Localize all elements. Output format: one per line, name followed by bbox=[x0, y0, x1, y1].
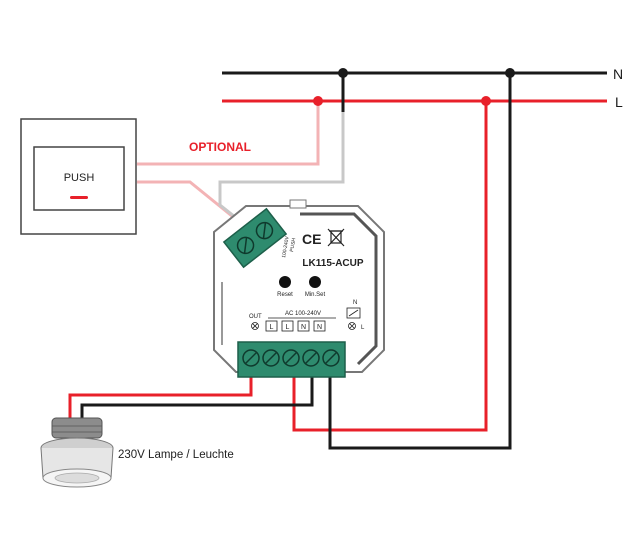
terminal-label-2: L bbox=[286, 324, 290, 331]
module-top-tab bbox=[289, 199, 307, 209]
side-n-label: N bbox=[353, 300, 357, 306]
junction-live-1 bbox=[313, 96, 323, 106]
main-terminal-screw-1[interactable] bbox=[242, 349, 260, 367]
lamp-neutral-wire bbox=[80, 374, 314, 420]
side-switch-symbol bbox=[346, 307, 361, 319]
ce-mark: CE bbox=[302, 231, 321, 247]
reset-button[interactable] bbox=[279, 276, 291, 288]
terminal-label-3: N bbox=[301, 324, 306, 331]
neutral-feed-wire bbox=[328, 73, 512, 450]
lamp-label: 230V Lampe / Leuchte bbox=[118, 449, 234, 461]
optional-label: OPTIONAL bbox=[189, 140, 251, 154]
main-terminal-screw-5[interactable] bbox=[322, 349, 340, 367]
push-switch-button[interactable] bbox=[33, 146, 125, 211]
side-ground-symbol bbox=[348, 322, 356, 330]
module-model-label: LK115-ACUP bbox=[302, 258, 363, 269]
lamp-icon bbox=[40, 417, 114, 488]
ac-label: AC 100-240V bbox=[285, 311, 321, 317]
main-terminal-screw-4[interactable] bbox=[302, 349, 320, 367]
minset-button[interactable] bbox=[309, 276, 321, 288]
optional-push-wire bbox=[137, 180, 244, 227]
live-feed-wire bbox=[292, 101, 488, 432]
main-terminal-screw-3[interactable] bbox=[282, 349, 300, 367]
lamp-live-wire bbox=[68, 374, 253, 420]
main-terminal-screw-2[interactable] bbox=[262, 349, 280, 367]
module-inner-edge bbox=[300, 212, 378, 366]
push-terminal-label-2: PUSH bbox=[289, 237, 297, 252]
push-switch-label: PUSH bbox=[64, 172, 95, 184]
push-terminal-block bbox=[222, 207, 288, 269]
out-ground-symbol bbox=[251, 322, 259, 330]
optional-neutral-wire bbox=[218, 73, 345, 234]
minset-label: Min.Set bbox=[305, 292, 326, 298]
terminal-label-1: L bbox=[270, 324, 274, 331]
side-l-label: L bbox=[361, 325, 365, 331]
live-label: L bbox=[615, 94, 623, 110]
push-terminal-label-1: 100-240V bbox=[281, 235, 291, 258]
reset-label: Reset bbox=[277, 292, 293, 298]
junction-neutral-1 bbox=[338, 68, 348, 78]
neutral-label: N bbox=[613, 66, 623, 82]
terminal-label-4: N bbox=[317, 324, 322, 331]
optional-live-wire bbox=[137, 101, 320, 166]
push-switch-indicator bbox=[70, 196, 88, 199]
out-label: OUT bbox=[249, 314, 262, 320]
weee-bin-icon bbox=[327, 228, 345, 247]
